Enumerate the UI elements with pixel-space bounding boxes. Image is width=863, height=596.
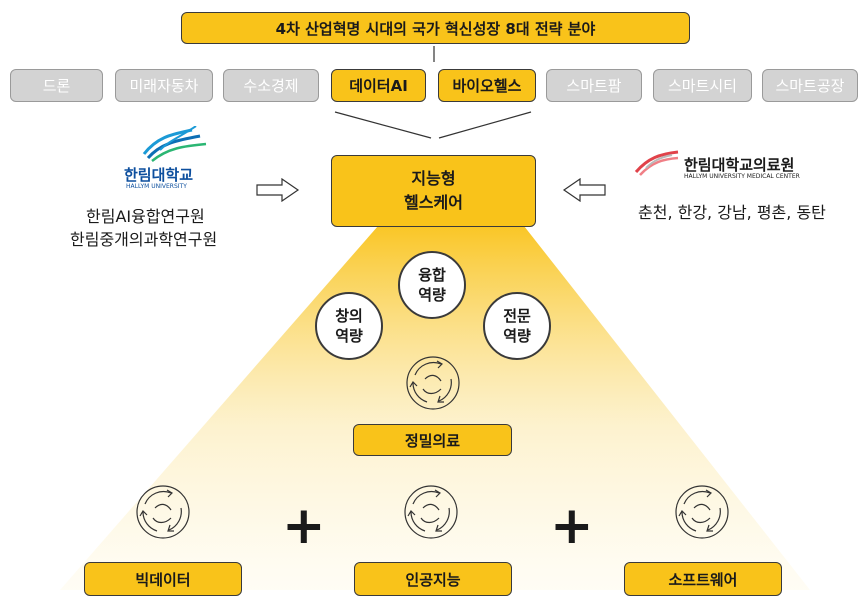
intelligent-healthcare-box: 지능형 헬스케어 — [331, 155, 536, 227]
left-logo-name: 한림대학교 — [124, 166, 194, 184]
center-line2: 헬스케어 — [404, 193, 463, 212]
competency-expert-line1: 전문 — [503, 307, 531, 325]
competency-expert-line2: 역량 — [503, 327, 531, 345]
right-logo-sub: HALLYM UNIVERSITY MEDICAL CENTER — [684, 173, 800, 180]
competency-convergence: 융합 역량 — [398, 251, 466, 319]
category-smart-farm: 스마트팜 — [546, 69, 642, 102]
pillar-ai: 인공지능 — [354, 562, 512, 596]
competency-convergence-line2: 역량 — [418, 286, 446, 304]
left-logo-sub: HALLYM UNIVERSITY — [126, 183, 187, 190]
pillar-big-data: 빅데이터 — [84, 562, 242, 596]
strategy-title: 4차 산업혁명 시대의 국가 혁신성장 8대 전략 분야 — [181, 12, 690, 44]
right-hospitals: 춘천, 한강, 강남, 평촌, 동탄 — [638, 203, 826, 222]
right-arrow-icon — [256, 178, 300, 202]
competency-creative-line2: 역량 — [335, 327, 363, 345]
precision-medicine-box: 정밀의료 — [353, 424, 512, 456]
plus-sign-2: + — [550, 496, 594, 556]
competency-creative-line1: 창의 — [335, 307, 363, 325]
center-line1: 지능형 — [411, 169, 456, 188]
cycle-arrows-icon — [406, 356, 460, 410]
competency-convergence-line1: 융합 — [418, 266, 446, 284]
category-smart-factory: 스마트공장 — [762, 69, 858, 102]
cycle-arrows-icon — [675, 485, 729, 539]
category-data-ai: 데이터AI — [331, 69, 426, 102]
plus-sign-1: + — [282, 496, 326, 556]
competency-expert: 전문 역량 — [483, 292, 551, 360]
category-future-car: 미래자동차 — [115, 69, 213, 102]
right-logo-name: 한림대학교의료원 — [684, 156, 795, 174]
left-institute-2: 한림중개의과학연구원 — [70, 230, 218, 249]
swoosh-logo-icon — [634, 150, 679, 176]
category-bio-health: 바이오헬스 — [438, 69, 536, 102]
category-drone: 드론 — [10, 69, 103, 102]
left-arrow-icon — [562, 178, 606, 202]
category-hydrogen: 수소경제 — [223, 69, 319, 102]
pillar-software: 소프트웨어 — [624, 562, 782, 596]
competency-creative: 창의 역량 — [315, 292, 383, 360]
left-institute-1: 한림AI융합연구원 — [86, 207, 205, 226]
cycle-arrows-icon — [404, 485, 458, 539]
category-smart-city: 스마트시티 — [653, 69, 752, 102]
wave-logo-icon — [142, 126, 207, 162]
cycle-arrows-icon — [136, 485, 190, 539]
